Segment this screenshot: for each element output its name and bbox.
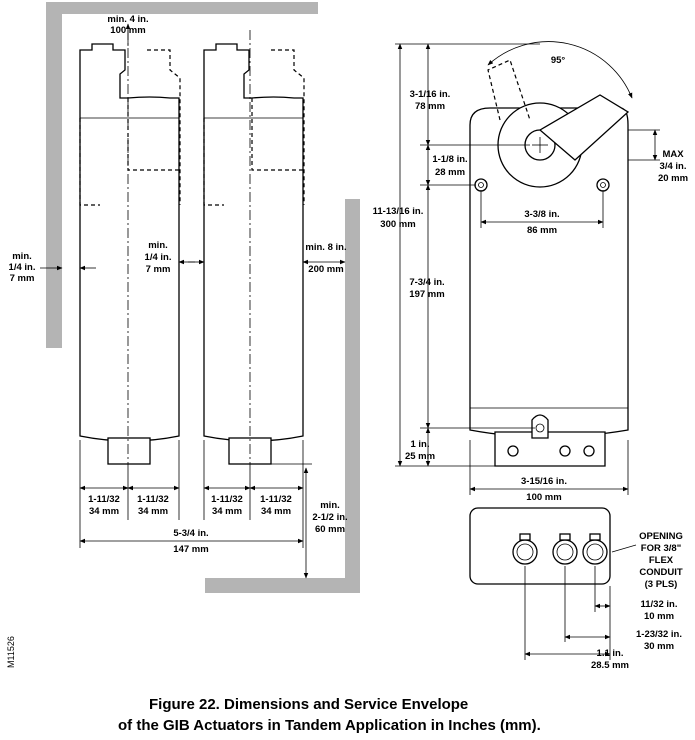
- conduit-note-line1: OPENING: [639, 531, 683, 542]
- drawing-code: M11526: [6, 636, 16, 668]
- figure-caption-line1: Figure 22. Dimensions and Service Envelo…: [149, 696, 468, 713]
- between-clearance-line2: 1/4 in.: [145, 252, 172, 263]
- left-clearance-line1: min.: [12, 251, 32, 262]
- overall-width-line2: 147 mm: [173, 544, 208, 555]
- bottom-clearance-line1: min.: [320, 500, 340, 511]
- body-width-line2: 100 mm: [526, 492, 561, 503]
- body-height-line1: 7-3/4 in.: [409, 277, 444, 288]
- max-protrusion-line3: 20 mm: [658, 173, 688, 184]
- rotation-arc: [487, 41, 633, 99]
- conduit-offset2-line2: 30 mm: [644, 641, 674, 652]
- half-width-3a: 1-11/32: [211, 494, 243, 505]
- actuator-right: [203, 43, 305, 465]
- conduit-offset3-line1: 1.1 in.: [597, 648, 624, 659]
- right-clearance-line1: min. 8 in.: [305, 242, 346, 253]
- top-clearance-line1: min. 4 in.: [107, 14, 148, 25]
- half-width-2b: 34 mm: [138, 506, 168, 517]
- left-clearance-line2: 1/4 in.: [9, 262, 36, 273]
- mount-offset-line1: 1-1/8 in.: [432, 154, 467, 165]
- overall-width-line1: 5-3/4 in.: [173, 528, 208, 539]
- body-height-line2: 197 mm: [409, 289, 444, 300]
- conduit-offset1-line2: 10 mm: [644, 611, 674, 622]
- hole-spacing-line1: 3-3/8 in.: [524, 209, 559, 220]
- top-clearance-line2: 100 mm: [110, 25, 145, 36]
- left-clearance-line3: 7 mm: [10, 273, 35, 284]
- height-total-line1: 11-13/16 in.: [373, 206, 424, 217]
- between-clearance-line3: 7 mm: [146, 264, 171, 275]
- hole-spacing-line2: 86 mm: [527, 225, 557, 236]
- half-width-1b: 34 mm: [89, 506, 119, 517]
- hub-offset-line1: 3-1/16 in.: [410, 89, 451, 100]
- bottom-clearance-line3: 60 mm: [315, 524, 345, 535]
- half-width-1a: 1-11/32: [88, 494, 120, 505]
- half-width-3b: 34 mm: [212, 506, 242, 517]
- conduit-leader: [611, 544, 637, 553]
- between-clearance-line1: min.: [148, 240, 168, 251]
- conduit-note-line4: CONDUIT: [639, 567, 682, 578]
- half-width-4b: 34 mm: [261, 506, 291, 517]
- base-height-line1: 1 in.: [410, 439, 429, 450]
- conduit-offset1-line1: 11/32 in.: [641, 599, 678, 610]
- body-width-line1: 3-15/16 in.: [521, 476, 567, 487]
- max-protrusion-line1: MAX: [662, 149, 684, 160]
- right-clearance-line2: 200 mm: [308, 264, 343, 275]
- conduit-offset2-line1: 1-23/32 in.: [636, 629, 682, 640]
- figure-caption-line2: of the GIB Actuators in Tandem Applicati…: [118, 717, 541, 734]
- half-width-2a: 1-11/32: [137, 494, 169, 505]
- conduit-note-line2: FOR 3/8": [641, 543, 681, 554]
- conduit-note-line3: FLEX: [649, 555, 674, 566]
- max-protrusion-line2: 3/4 in.: [660, 161, 687, 172]
- half-width-4a: 1-11/32: [260, 494, 292, 505]
- actuator-left: [79, 43, 181, 465]
- hub-offset-line2: 78 mm: [415, 101, 445, 112]
- bottom-clearance-line2: 2-1/2 in.: [312, 512, 347, 523]
- actuator-front-view: [469, 59, 630, 467]
- mount-offset-line2: 28 mm: [435, 167, 465, 178]
- actuator-bottom-view: [469, 507, 611, 585]
- base-height-line2: 25 mm: [405, 451, 435, 462]
- conduit-offset3-line2: 28.5 mm: [591, 660, 629, 671]
- width-extensions: [79, 440, 304, 548]
- height-total-line2: 300 mm: [380, 219, 415, 230]
- rotation-angle: 95°: [551, 55, 566, 66]
- conduit-note-line5: (3 PLS): [645, 579, 678, 590]
